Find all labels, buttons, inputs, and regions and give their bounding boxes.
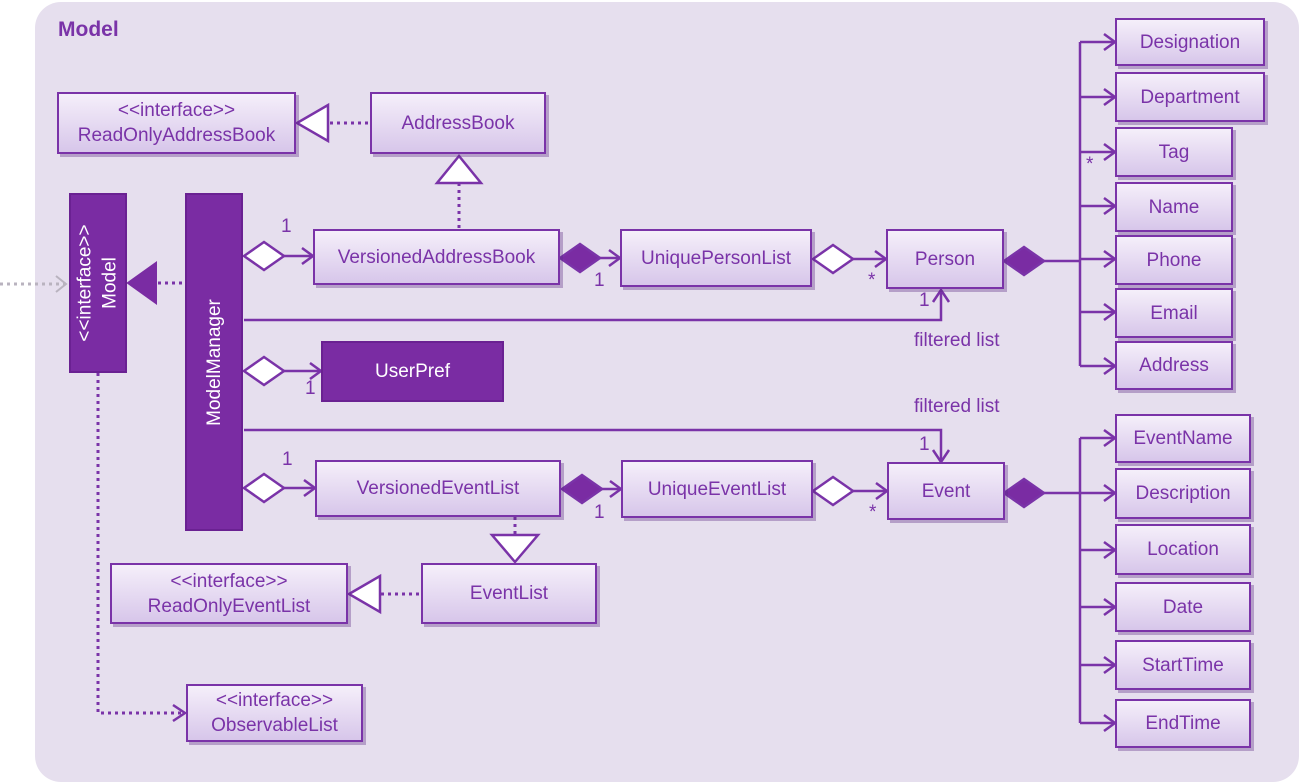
class-name: Description (1135, 483, 1231, 504)
mm-person-filtered-line (244, 292, 943, 322)
model-observablelist-line (96, 373, 183, 715)
class-address[interactable]: Address (1115, 341, 1233, 390)
uel-event-aggregation-diamond (810, 475, 856, 507)
class-name: Name (1148, 196, 1200, 218)
person-filtered-label: filtered list (914, 330, 1000, 351)
class-eventname[interactable]: EventName (1115, 414, 1251, 463)
class-description[interactable]: Description (1115, 468, 1251, 519)
class-department[interactable]: Department (1115, 72, 1265, 122)
class-date[interactable]: Date (1115, 582, 1251, 632)
mm-userpref-aggregation-diamond (241, 355, 287, 387)
class-starttime[interactable]: StartTime (1115, 640, 1251, 690)
class-name: ReadOnlyAddressBook (77, 125, 276, 146)
class-name: Event (921, 480, 971, 502)
class-versionedaddressbook[interactable]: VersionedAddressBook (313, 229, 560, 285)
class-name: ModelManager (203, 298, 225, 426)
person-filtered-multiplicity: 1 (919, 290, 930, 311)
stereotype-label: <<interface>> (75, 224, 97, 342)
class-name: UniqueEventList (647, 478, 787, 500)
external-dependency-arrowhead (55, 275, 68, 293)
mm-event-filtered-line (244, 428, 943, 460)
class-tag[interactable]: Tag (1115, 127, 1233, 177)
class-name: Address (1139, 355, 1209, 376)
event-filtered-multiplicity: 1 (919, 434, 930, 455)
model-name: Model (100, 257, 122, 309)
class-readonlyeventlist[interactable]: <<interface>> ReadOnlyEventList (110, 563, 348, 624)
upl-person-multiplicity: * (868, 270, 876, 291)
class-versionedeventlist[interactable]: VersionedEventList (315, 460, 561, 517)
upl-person-aggregation-diamond (810, 243, 856, 275)
vel-uel-multiplicity: 1 (594, 502, 605, 523)
class-name: EndTime (1145, 713, 1221, 734)
mm-vel-aggregation-diamond (241, 472, 287, 504)
class-name: AddressBook (401, 112, 515, 134)
package-title: Model (58, 18, 119, 41)
class-modelmanager[interactable]: ModelManager (185, 193, 243, 531)
stereotype-label: <<interface>> (170, 570, 288, 592)
vab-upl-multiplicity: 1 (594, 270, 605, 291)
class-name: ReadOnlyEventList (147, 595, 311, 617)
class-name: ObservableList (211, 715, 338, 736)
person-composition-diamond (1001, 245, 1047, 277)
class-phone[interactable]: Phone (1115, 235, 1233, 285)
class-event[interactable]: Event (887, 462, 1005, 520)
class-location[interactable]: Location (1115, 524, 1251, 575)
mm-vab-multiplicity: 1 (281, 216, 292, 237)
stereotype-label: <<interface>> (215, 690, 334, 711)
class-eventlist[interactable]: EventList (421, 563, 597, 624)
addressbook-triangle (434, 154, 484, 185)
class-name: UserPref (375, 361, 450, 382)
model-triangle (126, 261, 157, 305)
class-readonlyaddressbook[interactable]: <<interface>> ReadOnlyAddressBook (57, 92, 296, 154)
class-model[interactable]: <<interface>> Model (69, 193, 127, 373)
userpref-multiplicity: 1 (305, 378, 316, 399)
class-name: Phone (1146, 249, 1202, 271)
class-name: Date (1162, 596, 1204, 618)
class-name: EventName (1133, 428, 1233, 449)
class-name: VersionedAddressBook (337, 246, 536, 268)
class-name: Tag (1158, 141, 1190, 163)
readonlyaddressbook-triangle (294, 102, 330, 144)
class-name-attr[interactable]: Name (1115, 182, 1233, 232)
tag-multiplicity: * (1086, 154, 1094, 175)
observablelist-arrowhead (172, 703, 188, 723)
event-filtered-label: filtered list (914, 396, 1000, 417)
class-name: Email (1150, 302, 1198, 324)
class-name: Person (914, 248, 976, 270)
class-uniqueeventlist[interactable]: UniqueEventList (621, 460, 813, 518)
class-name: UniquePersonList (641, 247, 791, 269)
class-name: Designation (1139, 31, 1241, 53)
vab-upl-composition-diamond (557, 242, 603, 274)
class-name: Location (1147, 539, 1219, 560)
class-addressbook[interactable]: AddressBook (370, 92, 546, 154)
class-userpref[interactable]: UserPref (321, 341, 504, 402)
class-person[interactable]: Person (886, 229, 1004, 289)
class-name: VersionedEventList (356, 478, 520, 499)
stereotype-label: <<interface>> (117, 100, 236, 121)
mm-vab-aggregation-diamond (241, 240, 287, 272)
eventlist-triangle (489, 533, 541, 564)
class-endtime[interactable]: EndTime (1115, 699, 1251, 748)
readonlyeventlist-triangle (346, 573, 382, 615)
class-name: <<interface>> Model (73, 224, 123, 341)
class-name: Department (1140, 86, 1240, 108)
class-observablelist[interactable]: <<interface>> ObservableList (186, 684, 363, 742)
mm-vel-multiplicity: 1 (282, 449, 293, 470)
class-name: EventList (469, 583, 549, 604)
uel-event-multiplicity: * (869, 502, 877, 523)
class-name: StartTime (1142, 654, 1224, 676)
class-email[interactable]: Email (1115, 288, 1233, 338)
event-composition-diamond (1001, 477, 1047, 509)
class-designation[interactable]: Designation (1115, 18, 1265, 66)
class-uniquepersonlist[interactable]: UniquePersonList (620, 229, 812, 287)
vel-uel-composition-diamond (559, 473, 605, 505)
